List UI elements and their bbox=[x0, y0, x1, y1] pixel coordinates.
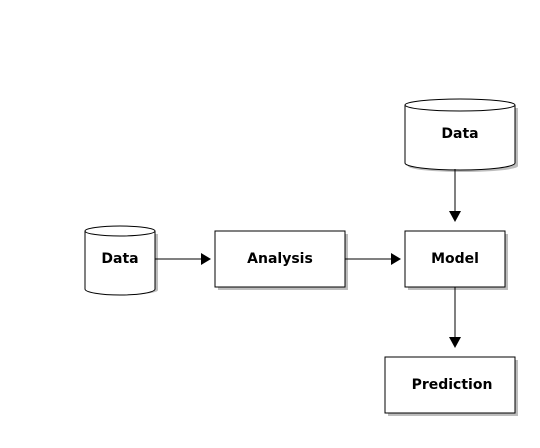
model-box bbox=[404, 230, 506, 288]
prediction-node[interactable]: Prediction bbox=[384, 356, 518, 416]
edge-data-to-analysis-arrowhead bbox=[201, 253, 211, 265]
edge-analysis-to-model bbox=[345, 253, 401, 265]
data-top-cylinder[interactable]: Data bbox=[404, 98, 518, 172]
data-left-label: Data bbox=[101, 251, 138, 267]
analysis-node[interactable]: Analysis bbox=[214, 230, 348, 290]
data-top-body bbox=[404, 105, 516, 171]
prediction-box bbox=[384, 356, 516, 414]
analysis-box bbox=[214, 230, 346, 288]
analysis-label: Analysis bbox=[247, 251, 313, 267]
data-top-top bbox=[404, 98, 516, 112]
edge-data-to-model-arrowhead bbox=[449, 211, 461, 222]
model-label: Model bbox=[431, 251, 479, 267]
data-left-cylinder[interactable]: Data bbox=[84, 225, 158, 296]
edge-model-to-prediction bbox=[449, 287, 461, 348]
model-node[interactable]: Model bbox=[404, 230, 508, 290]
prediction-label: Prediction bbox=[412, 377, 493, 393]
edge-analysis-to-model-arrowhead bbox=[391, 253, 401, 265]
edge-data-to-analysis bbox=[155, 253, 211, 265]
data-top-label: Data bbox=[441, 126, 478, 142]
data-left-top bbox=[84, 225, 156, 237]
data-left-body bbox=[84, 231, 156, 296]
edge-data-to-model bbox=[449, 169, 461, 222]
edge-model-to-prediction-arrowhead bbox=[449, 337, 461, 348]
